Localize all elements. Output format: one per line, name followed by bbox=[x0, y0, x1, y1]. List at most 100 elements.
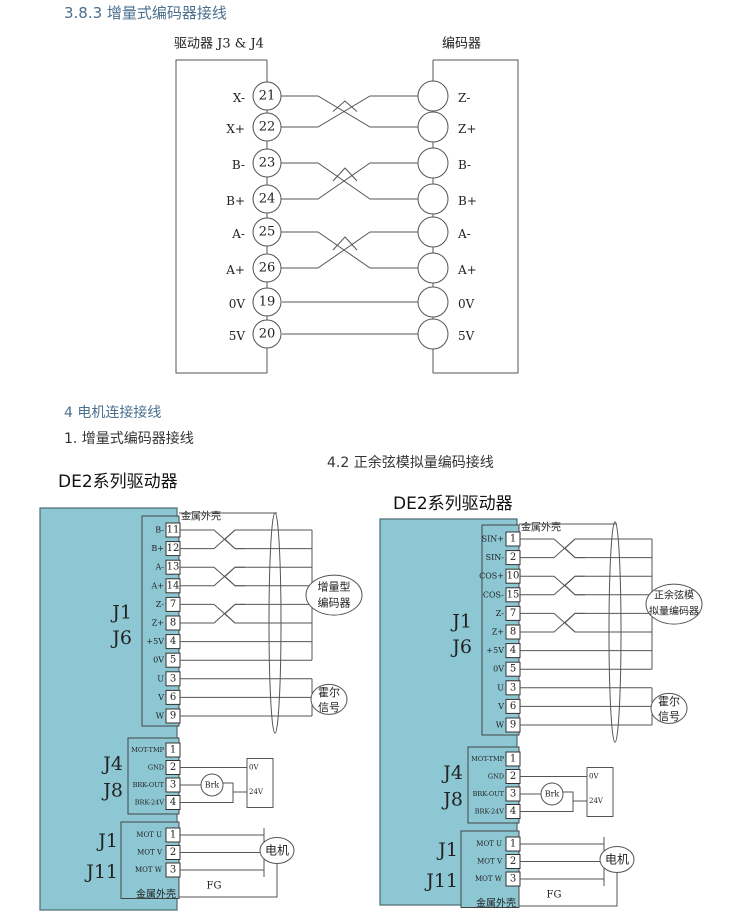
signal-pin-number: 12 bbox=[167, 543, 180, 554]
brake-pin-number: 2 bbox=[510, 771, 516, 782]
motor-pin-label: MOT W bbox=[135, 866, 163, 874]
signal-pin-label: B- bbox=[155, 526, 164, 535]
hall-ellipse bbox=[650, 692, 688, 724]
twisted-wire bbox=[224, 566, 312, 577]
twisted-wire bbox=[224, 613, 312, 624]
connector-label-j8: J8 bbox=[441, 788, 463, 810]
encoder-ellipse bbox=[305, 574, 363, 616]
brake-coil-label: Brk bbox=[545, 790, 560, 799]
twisted-wire bbox=[224, 603, 312, 615]
brake-pin-number: 4 bbox=[170, 797, 176, 808]
signal-pin-label: Z- bbox=[156, 600, 165, 609]
motor-pin-number: 1 bbox=[510, 839, 516, 850]
brake-pin-number: 1 bbox=[510, 754, 516, 765]
encoder-ellipse bbox=[645, 583, 703, 625]
encoder-name-line1: 正余弦模 bbox=[654, 589, 694, 602]
connector-label-j1: J1 bbox=[110, 601, 132, 623]
twisted-wire bbox=[564, 547, 652, 559]
twisted-wire bbox=[224, 538, 312, 550]
driver-pin-number: 19 bbox=[259, 295, 276, 310]
signal-pin-number: 6 bbox=[510, 701, 516, 712]
signal-pin-number: 6 bbox=[170, 692, 176, 703]
signal-pin-label: SIN- bbox=[486, 553, 505, 562]
twisted-wire bbox=[564, 538, 652, 549]
encoder-pin-label: 0V bbox=[458, 297, 475, 311]
hall-ellipse bbox=[310, 683, 348, 715]
signal-pin-number: 15 bbox=[507, 589, 520, 600]
driver-pin-number: 20 bbox=[259, 327, 276, 342]
power-supply-box bbox=[246, 758, 274, 808]
connector-label-j11: J11 bbox=[424, 870, 458, 892]
signal-pin-number: 3 bbox=[170, 673, 176, 684]
signal-pin-label: B+ bbox=[151, 544, 164, 553]
signal-pin-label: Z+ bbox=[152, 619, 164, 628]
signal-pin-label: Z- bbox=[496, 609, 505, 618]
encoder-pin-circle bbox=[417, 252, 449, 284]
brake-pin-label: MOT-TMP bbox=[471, 755, 504, 763]
twisted-wire bbox=[520, 575, 585, 596]
brake-pin-label: BRK-24V bbox=[135, 799, 165, 807]
signal-pin-label: Z+ bbox=[492, 628, 504, 637]
encoder-pin-circle bbox=[417, 216, 449, 248]
motor-label: 电机 bbox=[265, 844, 289, 858]
twisted-wire bbox=[180, 603, 245, 624]
encoder-pin-label: Z- bbox=[458, 91, 470, 105]
driver-pin-label: A- bbox=[231, 227, 245, 241]
encoder-pin-circle bbox=[417, 147, 449, 179]
signal-pin-label: +5V bbox=[146, 637, 164, 646]
motor-pin-label: MOT V bbox=[477, 858, 503, 866]
shell-label-bottom: 金属外壳 bbox=[476, 897, 516, 910]
signal-pin-label: COS+ bbox=[479, 572, 504, 581]
connector-label-j1-motor: J1 bbox=[436, 839, 458, 861]
encoder-name-line2: 拟量编码器 bbox=[649, 605, 699, 618]
signal-pin-number: 3 bbox=[510, 682, 516, 693]
signal-pin-number: 8 bbox=[510, 627, 516, 638]
signal-pin-number: 9 bbox=[510, 720, 516, 731]
twisted-wire bbox=[281, 162, 418, 200]
twisted-wire bbox=[180, 603, 245, 624]
driver-pin-circle bbox=[252, 287, 282, 317]
signal-pin-number: 13 bbox=[167, 562, 180, 573]
hall-name-line2: 信号 bbox=[658, 710, 680, 723]
motor-pin-label: MOT U bbox=[476, 840, 502, 848]
encoder-pin-label: Z+ bbox=[458, 122, 476, 136]
hall-name-line2: 信号 bbox=[318, 701, 340, 714]
brake-pin-number: 2 bbox=[170, 762, 176, 773]
brake-coil-label: Brk bbox=[205, 781, 220, 790]
section-title-42: 4.2 正余弦模拟量编码接线 bbox=[327, 455, 494, 471]
twisted-wire bbox=[564, 622, 652, 633]
encoder-pin-label: B- bbox=[458, 158, 471, 172]
motor-pin-label: MOT W bbox=[475, 875, 503, 883]
connector-label-j8: J8 bbox=[101, 779, 123, 801]
brk-24v-wire bbox=[520, 791, 574, 812]
twisted-wire bbox=[332, 236, 358, 251]
encoder-pin-label: A- bbox=[457, 227, 471, 241]
signal-pin-label: V bbox=[497, 702, 504, 711]
signal-pin-label: 0V bbox=[493, 665, 504, 674]
encoder-pin-label: 5V bbox=[458, 329, 475, 343]
signal-pin-label: V bbox=[157, 693, 164, 702]
hall-name-line1: 霍尔 bbox=[318, 686, 340, 699]
driver-pin-label: X- bbox=[233, 91, 245, 105]
brake-pin-number: 3 bbox=[510, 789, 516, 800]
signal-pin-label: 0V bbox=[153, 656, 164, 665]
motor-label: 电机 bbox=[605, 853, 629, 867]
encoder-box-outline bbox=[433, 59, 519, 374]
signal-pin-number: 8 bbox=[170, 618, 176, 629]
brake-pin-label: BRK-24V bbox=[475, 808, 505, 816]
signal-pin-label: U bbox=[157, 674, 164, 683]
signal-pin-label: U bbox=[497, 683, 504, 692]
twisted-wire bbox=[332, 100, 358, 112]
shell-label-bottom: 金属外壳 bbox=[136, 888, 176, 901]
twisted-wire bbox=[332, 167, 358, 182]
signal-pin-number: 7 bbox=[510, 608, 516, 619]
fg-wire bbox=[179, 863, 278, 898]
shell-label-top: 金属外壳 bbox=[181, 510, 221, 523]
twisted-wire bbox=[520, 612, 585, 633]
driver-pin-number: 24 bbox=[259, 192, 276, 207]
motor-pin-number: 2 bbox=[510, 856, 516, 867]
signal-pin-label: A+ bbox=[151, 581, 164, 590]
twisted-wire bbox=[564, 612, 652, 624]
driver-pin-number: 23 bbox=[259, 156, 276, 171]
